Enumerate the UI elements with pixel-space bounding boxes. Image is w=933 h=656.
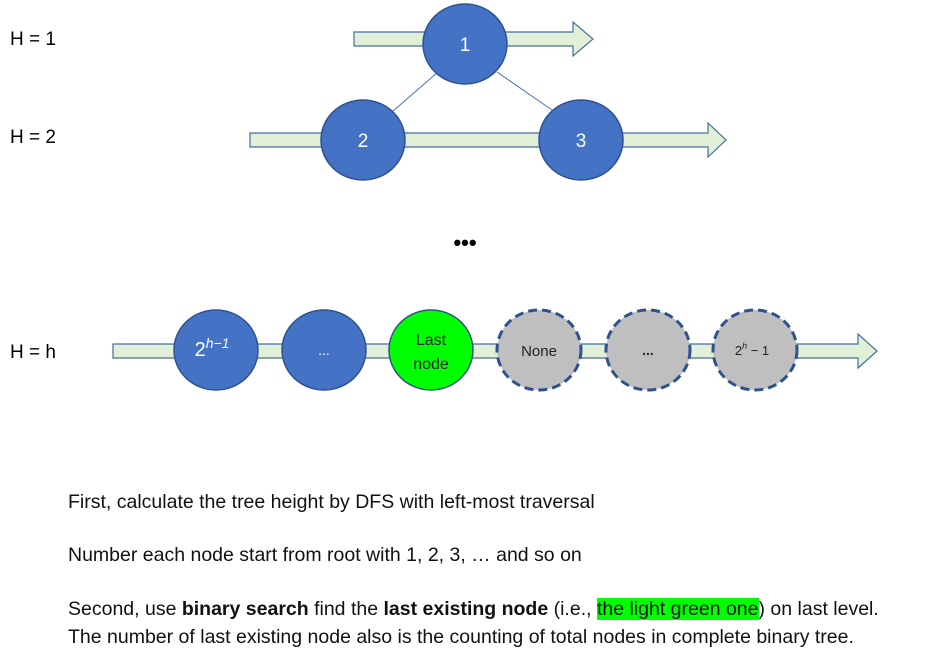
node-2 (320, 99, 406, 181)
level-label-hh: H = h (10, 342, 56, 363)
node-last-existing (388, 309, 474, 391)
edge-1-2 (392, 71, 439, 112)
caption-line-3: Second, use binary search find the last … (68, 598, 879, 620)
node-none (495, 308, 583, 392)
node-last-line1: Last (416, 332, 447, 349)
node-1 (422, 3, 508, 85)
node-3 (538, 99, 624, 181)
node-3-label: 3 (576, 131, 587, 152)
node-blue-ellipsis (281, 309, 367, 391)
node-gray-ellipsis-label: ... (642, 342, 654, 358)
node-end-last-level-label: 2h − 1 (735, 341, 769, 358)
node-none-label: None (521, 343, 557, 360)
highlighted-phrase: the light green one (596, 598, 759, 620)
tree-diagram: H = 1 H = 2 H = h 1 2 3 ••• 2h−1 ... Las… (10, 3, 878, 392)
node-end-last-level (711, 308, 799, 392)
node-1-label: 1 (460, 35, 471, 56)
caption-line-2: Number each node start from root with 1,… (68, 544, 582, 566)
caption-line-4: The number of last existing node also is… (68, 626, 854, 648)
edge-1-3 (496, 71, 553, 111)
node-first-last-level (173, 309, 259, 391)
node-blue-ellipsis-label: ... (318, 342, 330, 358)
level-label-h1: H = 1 (10, 29, 56, 50)
node-gray-ellipsis (604, 308, 692, 392)
levels-ellipsis: ••• (453, 230, 476, 255)
caption-line-1: First, calculate the tree height by DFS … (68, 491, 595, 513)
node-last-line2: node (413, 356, 449, 373)
node-first-last-level-label: 2h−1 (195, 335, 230, 361)
node-2-label: 2 (358, 131, 369, 152)
level-label-h2: H = 2 (10, 127, 56, 148)
